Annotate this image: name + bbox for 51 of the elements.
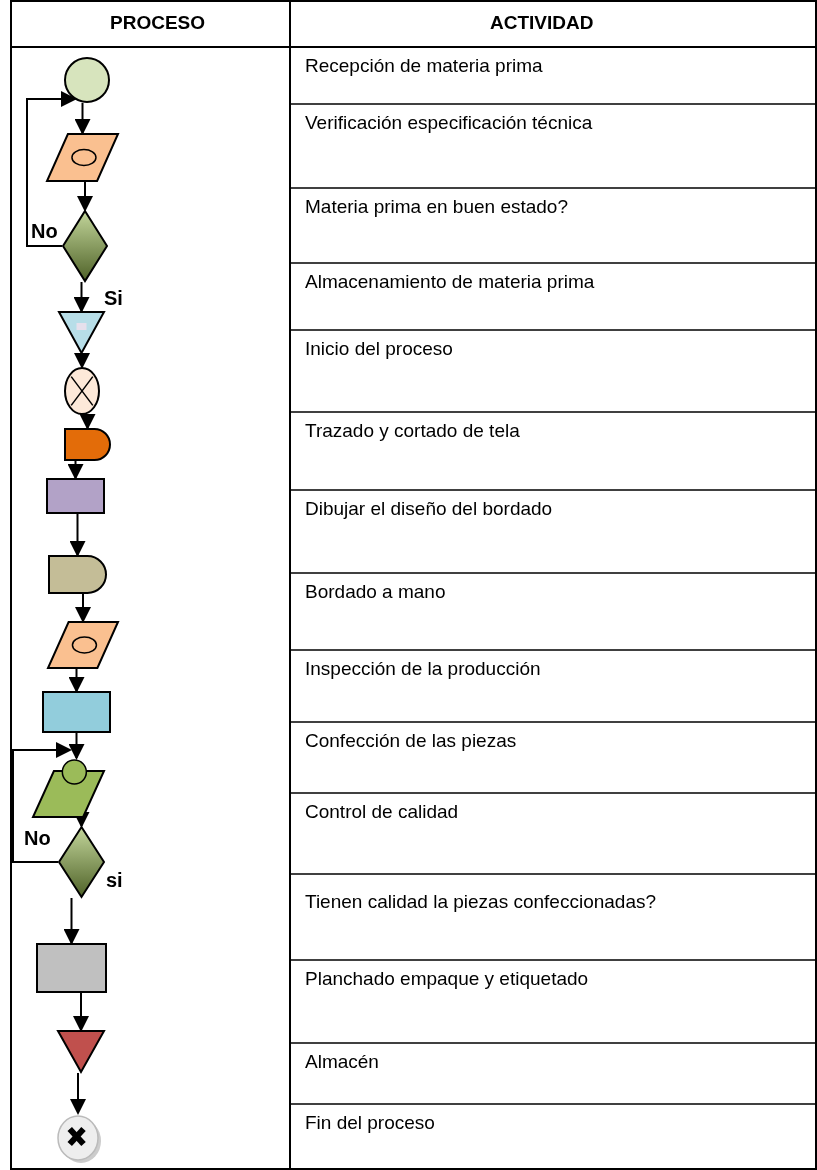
arrow (63, 897, 80, 945)
process-box (46, 478, 105, 514)
activity-text: Inspección de la producción (305, 657, 542, 681)
arrow (75, 593, 91, 623)
arrow (79, 414, 96, 430)
arrow (77, 181, 93, 212)
edge-label: si (106, 870, 123, 890)
decision-diamond (58, 826, 105, 898)
activity-text: Materia prima en buen estado? (305, 195, 569, 219)
arrow (68, 732, 85, 760)
activity-text: Confección de las piezas (305, 729, 518, 753)
column-header: PROCESO (110, 12, 206, 34)
activity-text: Control de calidad (305, 800, 460, 824)
activity-text: Almacén (305, 1050, 380, 1074)
circle-symbol (55, 1113, 101, 1163)
activity-text: Trazado y cortado de tela (305, 419, 521, 443)
arrow (12, 742, 72, 863)
activity-text: Bordado a mano (305, 580, 447, 604)
parallelogram-symbol (46, 133, 119, 182)
arrow (67, 460, 84, 480)
storage-triangle (57, 1030, 105, 1073)
arrow (26, 91, 77, 247)
activity-text: Verificación especificación técnica (305, 111, 594, 135)
circle-symbol (64, 57, 110, 103)
arrow (70, 1072, 86, 1115)
arrow (74, 353, 90, 369)
edge-label: Si (104, 288, 123, 308)
storage-triangle (58, 311, 105, 354)
delay-symbol (48, 555, 107, 594)
activity-text: Almacenamiento de materia prima (305, 270, 596, 294)
activity-text: Planchado empaque y etiquetado (305, 967, 590, 991)
arrow (73, 992, 89, 1032)
circle-symbol (64, 367, 100, 415)
process-box (36, 943, 107, 993)
activity-text: Fin del proceso (305, 1111, 436, 1135)
activity-text: Dibujar el diseño del bordado (305, 497, 554, 521)
arrow (73, 281, 90, 313)
delay-symbol (64, 428, 111, 461)
parallelogram-symbol (47, 621, 119, 669)
arrow (69, 513, 86, 557)
edge-label: No (31, 221, 58, 241)
arrow (74, 102, 91, 135)
activity-text: Recepción de materia prima (305, 54, 544, 78)
parallelogram-symbol (32, 758, 105, 818)
decision-diamond (62, 210, 108, 282)
column-header: ACTIVIDAD (490, 12, 594, 34)
process-box (42, 691, 111, 733)
activity-text: Tienen calidad la piezas confeccionadas? (305, 890, 658, 914)
edge-label: No (24, 828, 51, 848)
arrow (68, 668, 85, 693)
activity-text: Inicio del proceso (305, 337, 454, 361)
